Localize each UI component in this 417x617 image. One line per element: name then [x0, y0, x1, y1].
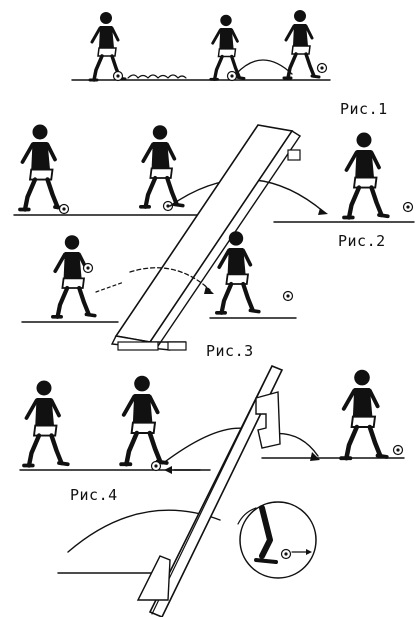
player-receiving — [341, 370, 387, 458]
arrow-head — [318, 208, 328, 215]
figure-2-caption: Рис.2 — [338, 232, 386, 250]
ball — [226, 70, 238, 82]
ball — [316, 62, 328, 74]
figure-4-caption: Рис.4 — [70, 486, 118, 504]
ball — [82, 262, 94, 274]
arrow-head — [164, 466, 172, 474]
ball — [392, 444, 404, 456]
figure-1 — [71, 8, 331, 82]
figure-3 — [21, 231, 297, 323]
player-receiving — [344, 133, 388, 218]
obstacle-bumps — [127, 74, 187, 79]
player-kicking — [141, 125, 183, 207]
ball-trajectory — [235, 59, 293, 75]
player-striking — [282, 8, 321, 80]
player-receiving — [217, 231, 259, 313]
rebound-board — [136, 364, 284, 617]
kick-detail-inset — [237, 501, 317, 579]
ball — [58, 203, 70, 215]
leg — [259, 505, 273, 559]
player-dribbling — [209, 13, 246, 81]
foot — [254, 558, 278, 564]
player-juggling — [53, 235, 95, 317]
figure-1-caption: Рис.1 — [340, 100, 388, 118]
arrow-head — [310, 452, 320, 461]
player-running — [20, 125, 64, 210]
ball — [282, 290, 294, 302]
player-running — [88, 10, 127, 82]
ball-path — [129, 267, 211, 291]
ball — [280, 548, 292, 560]
ball — [402, 201, 414, 213]
figure-4 — [19, 370, 405, 574]
ball — [112, 70, 124, 82]
arrow-head — [204, 286, 214, 294]
player-standing — [24, 381, 68, 466]
player-kicking — [121, 376, 167, 464]
arrow-head — [306, 549, 312, 555]
ball — [150, 460, 162, 472]
bench — [110, 124, 301, 351]
motion-arrow — [237, 507, 257, 525]
ball-path — [95, 281, 125, 293]
figure-3-caption: Рис.3 — [206, 342, 254, 360]
